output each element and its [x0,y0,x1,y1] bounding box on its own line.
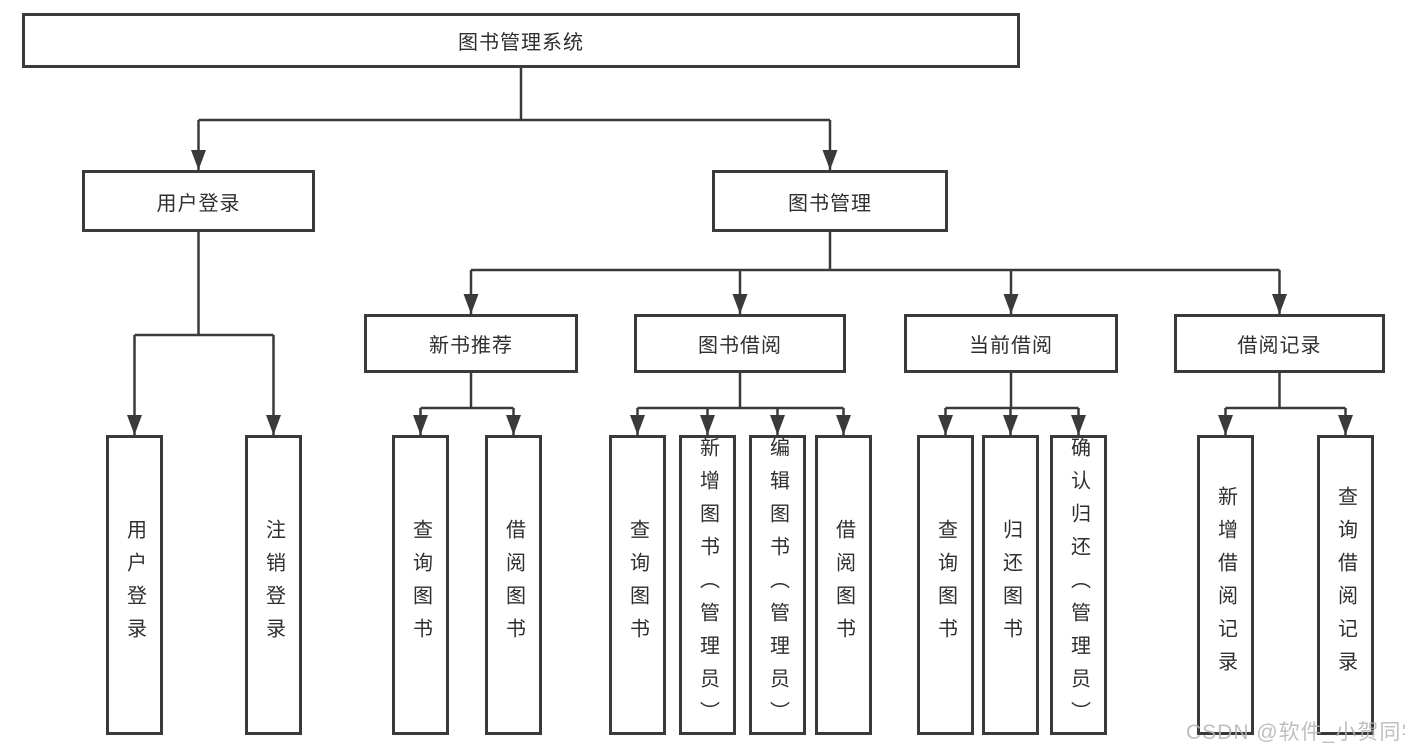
leaf-add-book-admin: 新增图书（管理员） [679,435,736,735]
leaf-confirm-return-admin: 确认归还（管理员） [1050,435,1107,735]
node-label: 图书管理 [788,192,872,215]
node-label: 新增借阅记录 [1214,486,1237,684]
leaf-return-books: 归还图书 [982,435,1039,735]
node-user-login: 用户登录 [82,170,315,232]
node-label: 借阅图书 [502,519,525,651]
node-label: 查询图书 [626,519,649,651]
leaf-logout: 注销登录 [245,435,302,735]
node-label: 查询图书 [934,519,957,651]
node-label: 注销登录 [262,519,285,651]
node-current-borrowing: 当前借阅 [904,314,1118,373]
node-new-book-recommendation: 新书推荐 [364,314,578,373]
leaf-borrow-books-recommend: 借阅图书 [485,435,542,735]
node-label: 新增图书（管理员） [696,436,719,734]
node-label: 用户登录 [123,519,146,651]
node-label: 新书推荐 [429,335,513,357]
node-label: 确认归还（管理员） [1067,436,1090,734]
leaf-query-books-borrowing: 查询图书 [609,435,666,735]
leaf-edit-book-admin: 编辑图书（管理员） [749,435,806,735]
node-label: 查询借阅记录 [1334,486,1357,684]
node-label: 当前借阅 [969,335,1053,357]
node-book-management: 图书管理 [712,170,948,232]
node-book-borrowing: 图书借阅 [634,314,846,373]
node-label: 编辑图书（管理员） [766,436,789,734]
node-label: 图书管理系统 [458,32,584,54]
node-label: 借阅图书 [832,519,855,651]
leaf-user-login: 用户登录 [106,435,163,735]
leaf-add-borrow-record: 新增借阅记录 [1197,435,1254,735]
leaf-query-books-current: 查询图书 [917,435,974,735]
node-label: 查询图书 [409,519,432,651]
node-label: 归还图书 [999,519,1022,651]
leaf-query-borrow-record: 查询借阅记录 [1317,435,1374,735]
node-library-management-system: 图书管理系统 [22,13,1020,68]
node-label: 借阅记录 [1237,335,1322,357]
csdn-watermark: CSDN @软件_小贺同学 [1186,721,1405,744]
node-label: 图书借阅 [698,335,782,357]
node-label: 用户登录 [156,192,241,215]
leaf-query-books-recommend: 查询图书 [392,435,449,735]
leaf-borrow-books: 借阅图书 [815,435,872,735]
node-borrowing-records: 借阅记录 [1174,314,1385,373]
